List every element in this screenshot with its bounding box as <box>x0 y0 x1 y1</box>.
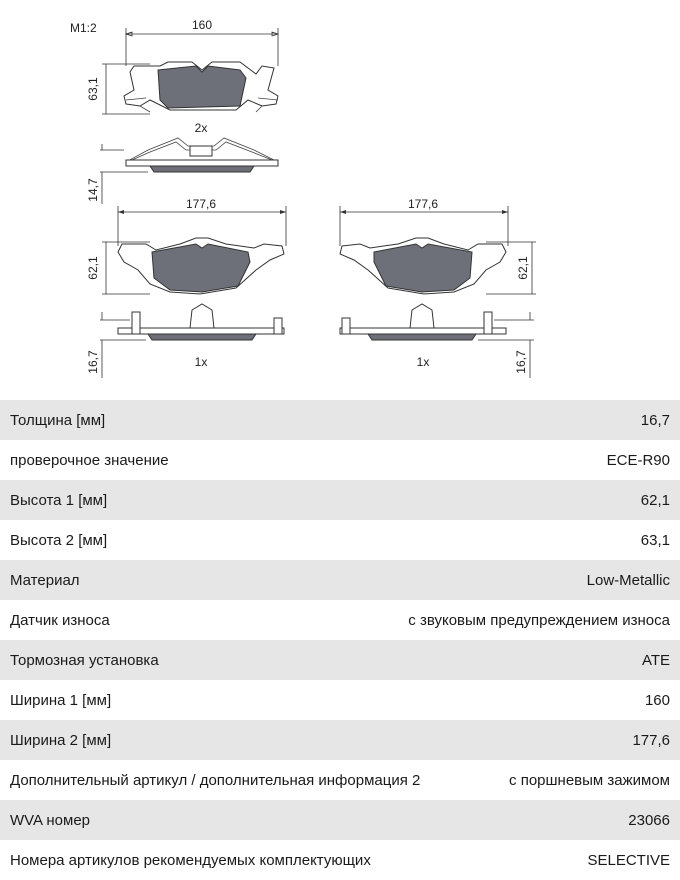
left-pad-side-view: 16,7 <box>86 303 285 378</box>
technical-drawing: M1:2 160 63,1 2x 14,7 177,6 <box>70 18 536 378</box>
top-pad-side-view: 14,7 <box>86 137 279 204</box>
spec-row: Высота 2 [мм] 63,1 <box>0 520 680 560</box>
spec-label: Высота 2 [мм] <box>10 531 108 549</box>
spec-row: WVA номер 23066 <box>0 800 680 840</box>
spec-label: Материал <box>10 571 80 589</box>
right-thickness-label: 16,7 <box>514 350 528 374</box>
spec-label: Номера артикулов рекомендуемых комплекту… <box>10 851 371 869</box>
top-thickness-label: 14,7 <box>86 178 100 202</box>
spec-value: Low-Metallic <box>586 571 670 589</box>
spec-row: проверочное значение ECE-R90 <box>0 440 680 480</box>
spec-label: проверочное значение <box>10 451 169 469</box>
spec-row: Тормозная установка ATE <box>0 640 680 680</box>
top-width-label: 160 <box>192 18 212 32</box>
spec-row: Дополнительный артикул / дополнительная … <box>0 760 680 800</box>
left-thickness-label: 16,7 <box>86 350 100 374</box>
spec-value: 63,1 <box>640 531 670 549</box>
spec-value: 62,1 <box>640 491 670 509</box>
spec-value: SELECTIVE <box>587 851 670 869</box>
spec-value: 16,7 <box>640 411 670 429</box>
spec-row: Материал Low-Metallic <box>0 560 680 600</box>
spec-row: Ширина 2 [мм] 177,6 <box>0 720 680 760</box>
spec-value: 160 <box>644 691 670 709</box>
spec-label: WVA номер <box>10 811 91 829</box>
spec-value: с звуковым предупреждением износа <box>408 611 670 629</box>
spec-label: Ширина 1 [мм] <box>10 691 112 709</box>
spec-value: 177,6 <box>632 731 670 749</box>
right-pad-front-view: 177,6 62,1 <box>339 197 536 295</box>
spec-label: Датчик износа <box>10 611 110 629</box>
right-quantity-label: 1x <box>417 355 430 369</box>
spec-value: с поршневым зажимом <box>509 771 670 789</box>
top-quantity-label: 2x <box>195 121 208 135</box>
left-width-label: 177,6 <box>186 197 216 211</box>
left-pad-front-view: 177,6 62,1 <box>86 197 287 295</box>
spec-label: Толщина [мм] <box>10 411 106 429</box>
right-pad-side-view: 16,7 <box>339 303 534 378</box>
spec-value: ECE-R90 <box>606 451 670 469</box>
spec-value: ATE <box>641 651 670 669</box>
right-height-label: 62,1 <box>516 256 530 280</box>
spec-label: Ширина 2 [мм] <box>10 731 112 749</box>
spec-row: Толщина [мм] 16,7 <box>0 400 680 440</box>
left-quantity-label: 1x <box>195 355 208 369</box>
top-height-label: 63,1 <box>86 77 100 101</box>
top-pad-front-view: 160 63,1 <box>86 18 280 115</box>
spec-row: Номера артикулов рекомендуемых комплекту… <box>0 840 680 880</box>
spec-row: Высота 1 [мм] 62,1 <box>0 480 680 520</box>
scale-label: M1:2 <box>70 21 97 35</box>
spec-label: Высота 1 [мм] <box>10 491 108 509</box>
spec-row: Датчик износа с звуковым предупреждением … <box>0 600 680 640</box>
spec-label: Тормозная установка <box>10 651 159 669</box>
spec-row: Ширина 1 [мм] 160 <box>0 680 680 720</box>
spec-label: Дополнительный артикул / дополнительная … <box>10 771 421 789</box>
left-height-label: 62,1 <box>86 256 100 280</box>
right-width-label: 177,6 <box>408 197 438 211</box>
spec-value: 23066 <box>628 811 670 829</box>
specification-table: Толщина [мм] 16,7 проверочное значение ECE-… <box>0 400 680 880</box>
